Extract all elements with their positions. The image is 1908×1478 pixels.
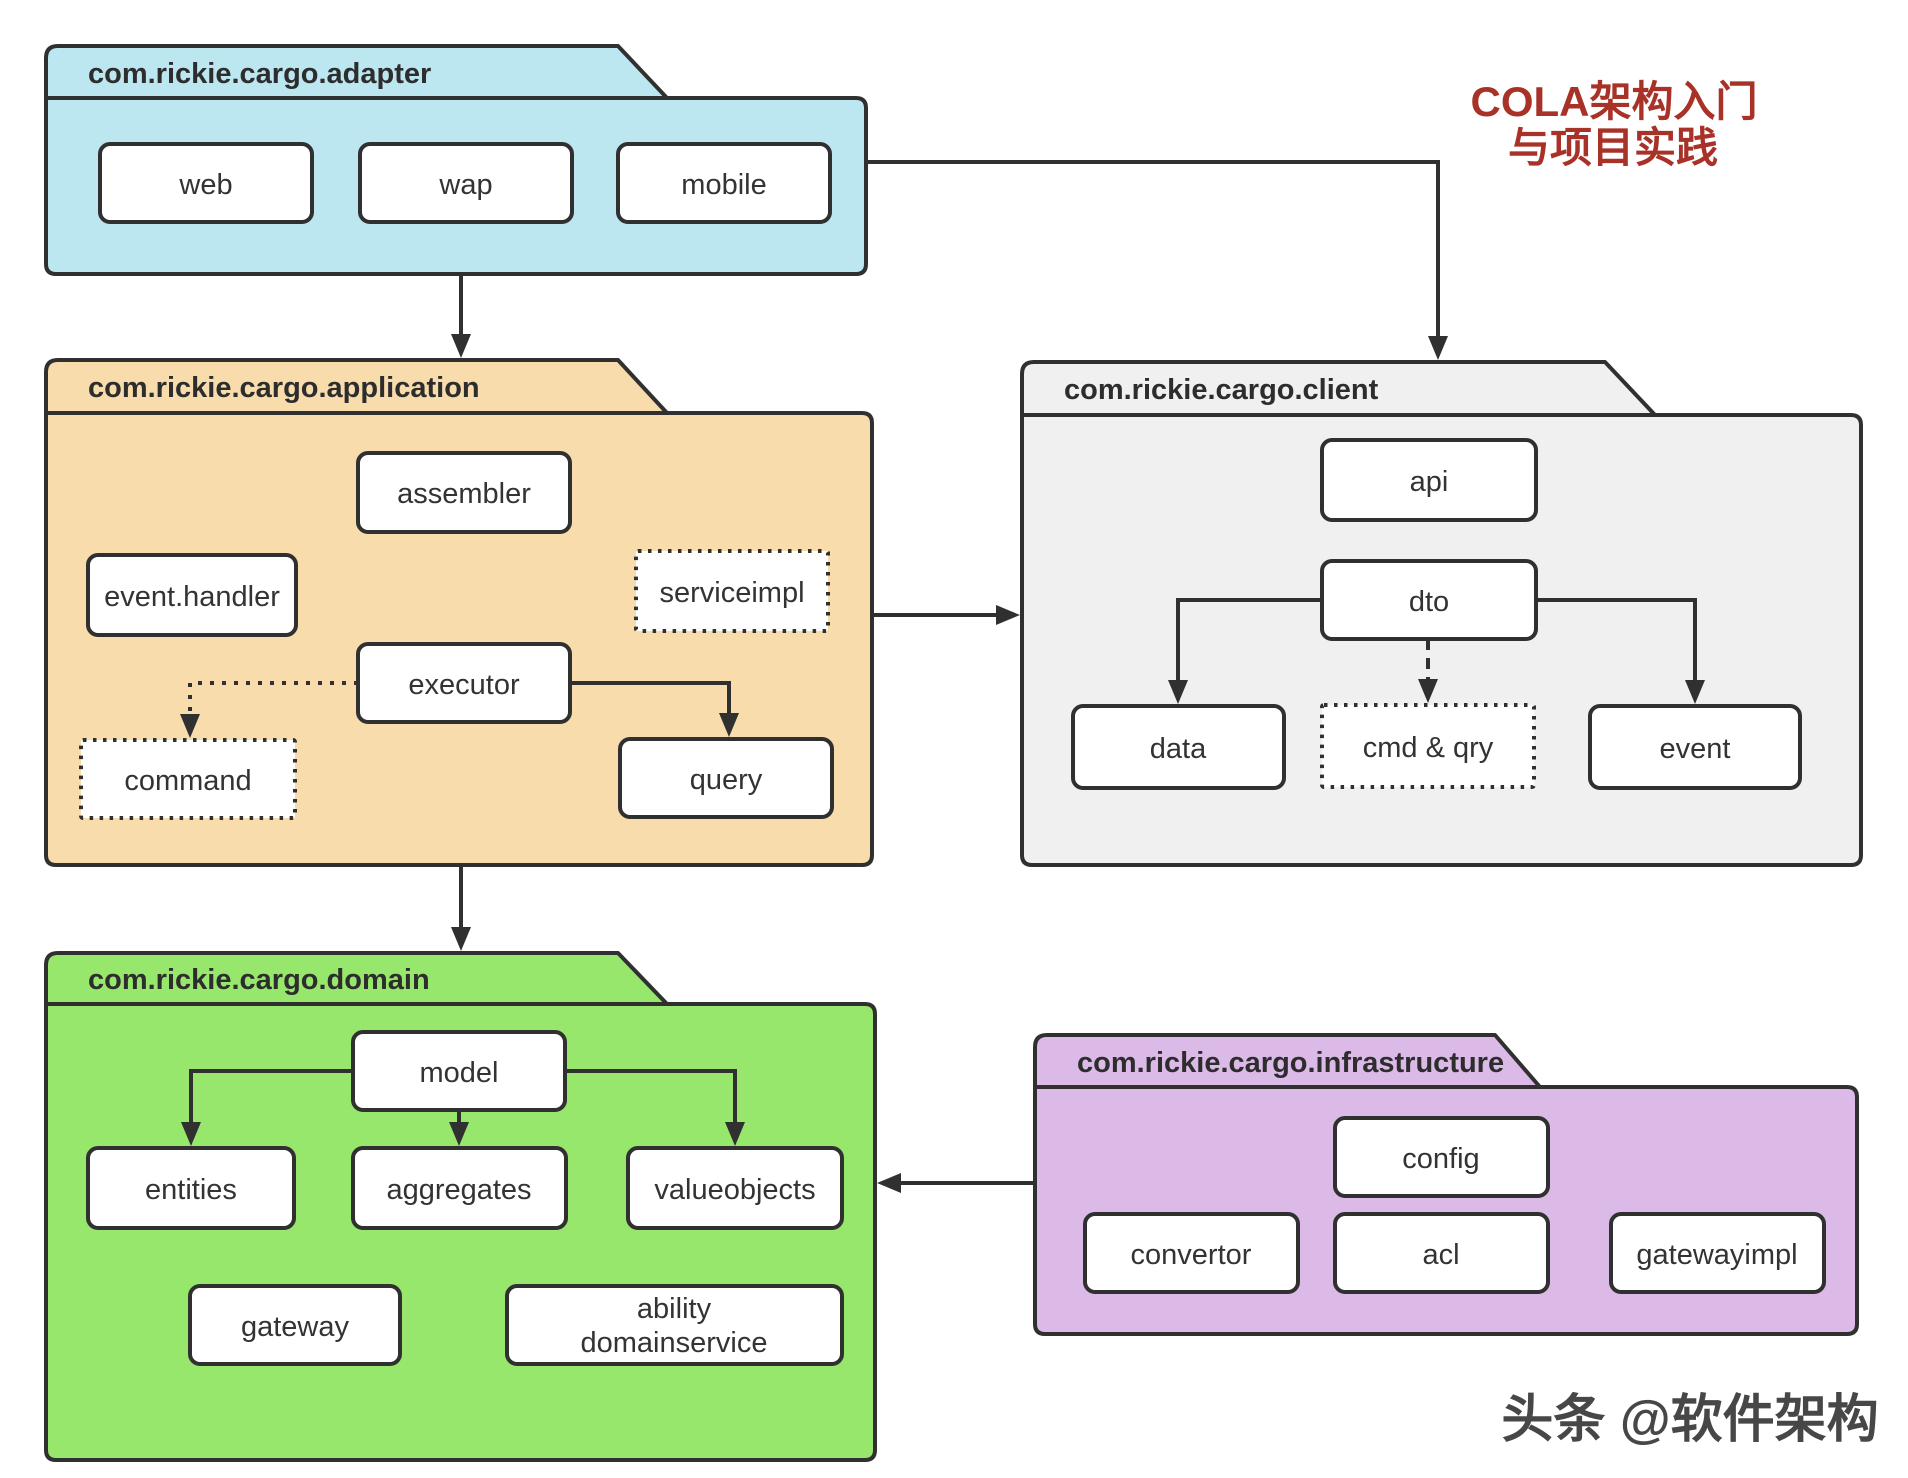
module-gateway: gateway [188,1284,402,1366]
module-ability-domainservice: ability domainservice [505,1284,844,1366]
module-model: model [351,1030,567,1112]
arrow-adapter-to-client [866,160,1448,360]
package-domain-label: com.rickie.cargo.domain [88,964,430,996]
module-api: api [1320,438,1538,522]
module-cmd-qry-box [1320,703,1536,789]
module-gatewayimpl: gatewayimpl [1609,1212,1826,1294]
module-assembler: assembler [356,451,572,534]
module-gateway-box [188,1284,402,1366]
module-cmd-qry-label: cmd & qry [1363,732,1494,764]
module-command: command [79,738,297,820]
module-web: web [98,142,314,224]
module-mobile-box [616,142,832,224]
watermark: 头条 @软件架构 [1501,1391,1878,1449]
module-wap-label: wap [438,169,492,201]
arrow-model-to-entities [181,1069,353,1146]
module-web-box [98,142,314,224]
module-query-box [618,737,834,819]
module-dto: dto [1320,559,1538,641]
module-serviceimpl-box [634,549,830,633]
module-ability-domainservice-box [505,1284,844,1366]
module-api-box [1320,438,1538,522]
module-mobile: mobile [616,142,832,224]
module-event-box [1588,704,1802,790]
module-acl-box [1333,1212,1550,1294]
module-gatewayimpl-box [1609,1212,1826,1294]
module-wap-box [358,142,574,224]
module-gatewayimpl-label: gatewayimpl [1636,1239,1797,1271]
module-cmd-qry: cmd & qry [1320,703,1536,789]
module-mobile-label: mobile [681,169,766,201]
module-event-handler-box [86,553,298,637]
arrow-executor-to-query [570,681,739,737]
module-query: query [618,737,834,819]
module-ability-label: ability [637,1293,712,1325]
module-entities-box [86,1146,296,1230]
module-api-label: api [1410,466,1449,498]
module-acl-label: acl [1422,1239,1459,1271]
module-gateway-label: gateway [241,1311,350,1343]
module-data: data [1071,704,1286,790]
module-wap: wap [358,142,574,224]
arrow-dto-to-event [1536,598,1705,704]
module-command-box [79,738,297,820]
module-web-label: web [178,169,232,201]
module-convertor-label: convertor [1131,1239,1252,1271]
module-event-handler: event.handler [86,553,298,637]
module-acl: acl [1333,1212,1550,1294]
package-adapter: com.rickie.cargo.adapter web wap mobile [44,44,868,276]
module-event-handler-label: event.handler [104,581,280,613]
module-query-label: query [690,764,763,796]
arrow-executor-to-command [180,681,358,738]
module-valueobjects-label: valueobjects [654,1174,815,1206]
module-domainservice-label: domainservice [581,1327,768,1359]
package-application: com.rickie.cargo.application assembler e… [44,358,874,867]
module-command-label: command [124,765,251,797]
module-valueobjects: valueobjects [626,1146,844,1230]
module-aggregates-box [351,1146,568,1230]
module-data-box [1071,704,1286,790]
module-executor: executor [356,642,572,724]
module-assembler-box [356,451,572,534]
module-event: event [1588,704,1802,790]
module-dto-label: dto [1409,586,1449,618]
module-data-label: data [1150,733,1207,765]
module-valueobjects-box [626,1146,844,1230]
arrow-model-to-valueobjects [565,1069,745,1146]
module-event-label: event [1660,733,1731,765]
package-domain: com.rickie.cargo.domain model entities a… [44,951,877,1462]
module-entities: entities [86,1146,296,1230]
module-aggregates: aggregates [351,1146,568,1230]
module-executor-label: executor [408,669,520,701]
module-model-label: model [420,1057,499,1089]
module-convertor-box [1083,1212,1300,1294]
module-config: config [1333,1116,1550,1198]
arrow-dto-to-data [1168,598,1322,704]
module-config-box [1333,1116,1550,1198]
package-infrastructure: com.rickie.cargo.infrastructure config c… [1033,1033,1859,1336]
module-assembler-label: assembler [397,478,531,510]
package-client-label: com.rickie.cargo.client [1064,374,1379,406]
module-serviceimpl-label: serviceimpl [659,577,804,609]
package-infrastructure-label: com.rickie.cargo.infrastructure [1077,1047,1504,1079]
module-convertor: convertor [1083,1212,1300,1294]
package-application-label: com.rickie.cargo.application [88,372,480,404]
package-client: com.rickie.cargo.client api dto data cmd… [1020,360,1863,867]
page-title-line-1: COLA架构入门 [1471,78,1758,125]
module-entities-label: entities [145,1174,237,1206]
module-aggregates-label: aggregates [386,1174,531,1206]
package-adapter-label: com.rickie.cargo.adapter [88,58,431,90]
module-config-label: config [1402,1143,1479,1175]
module-serviceimpl: serviceimpl [634,549,830,633]
page-title-line-2: 与项目实践 [1508,124,1718,171]
